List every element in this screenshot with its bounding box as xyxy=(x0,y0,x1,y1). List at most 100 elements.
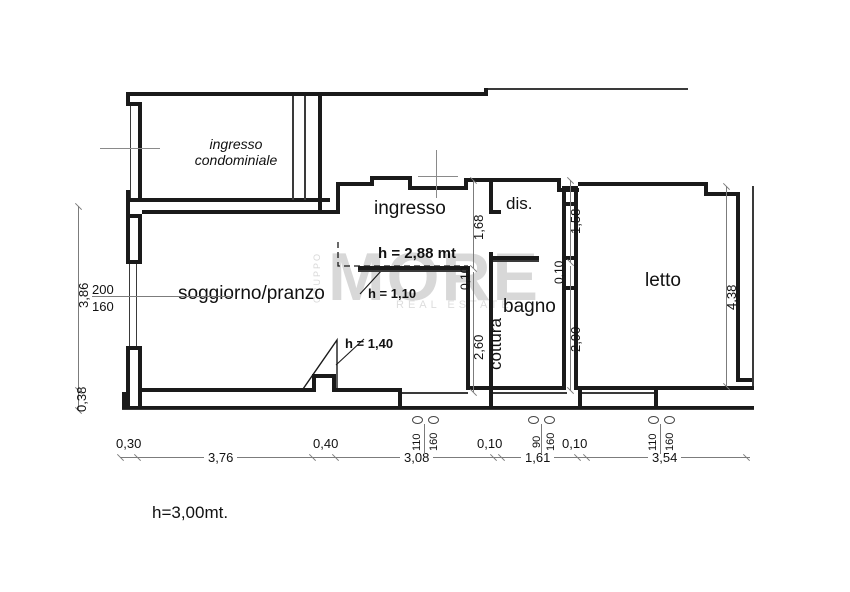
wall-outer-top-right xyxy=(488,88,688,90)
wall-cond-left-stub-top xyxy=(126,92,130,106)
wall-ingr-top-d xyxy=(464,178,492,182)
wall-cond-right xyxy=(318,96,322,202)
room-label-dis: dis. xyxy=(506,194,533,213)
wall-cond-left-stub-bot xyxy=(126,190,130,220)
wall-bagno-top-stub-v xyxy=(489,252,493,272)
wall-letto-outer-right xyxy=(752,186,754,386)
opening-marker-1 xyxy=(412,416,423,424)
opening-marker-4 xyxy=(544,416,555,424)
wall-letto-left-notch-top xyxy=(566,186,578,190)
window-cond-left xyxy=(130,106,131,198)
wall-sogg-bottom-step-h xyxy=(312,374,336,378)
opening-bagno-line xyxy=(493,392,567,394)
wall-letto-bottom xyxy=(578,386,754,390)
dim-label-010-c: 0,10 xyxy=(477,436,503,451)
room-label-line2: condominiale xyxy=(194,152,278,168)
wall-ingr-left-v xyxy=(336,182,340,214)
dim-label-376: 3,76 xyxy=(204,450,238,465)
wall-under-ingresso-thin xyxy=(358,270,470,272)
dimline-438 xyxy=(726,186,727,386)
wall-ingr-left-jog xyxy=(322,210,340,214)
wall-sogg-top xyxy=(142,210,322,214)
tag-label-110-a: 110 xyxy=(411,433,423,451)
dimline-290 xyxy=(570,266,571,390)
dim-label-160-left: 160 xyxy=(92,299,114,314)
dim-label-200: 200 xyxy=(92,282,114,297)
global-height-note: h=3,00mt. xyxy=(152,503,229,522)
room-label-bagno: bagno xyxy=(503,296,556,317)
wall-outer-bottom-mid xyxy=(398,406,754,409)
dim-label-168: 1,68 xyxy=(471,214,486,240)
dimline-left-038 xyxy=(78,390,79,410)
wall-cottura-left xyxy=(466,270,470,390)
tagline-90 xyxy=(541,424,542,454)
wall-ingr-top-a xyxy=(336,182,374,186)
opening-bagno-v xyxy=(489,388,493,408)
wall-cond-left-inner xyxy=(138,102,142,202)
wall-letto-right xyxy=(736,192,740,382)
tag-label-110-b: 110 xyxy=(647,433,659,451)
opening-letto-v2 xyxy=(654,388,658,408)
room-label-ingresso: ingresso xyxy=(374,198,446,219)
wall-sogg-bottom-step-v xyxy=(312,374,316,392)
tag-label-160-c: 160 xyxy=(664,432,676,451)
opening-marker-3 xyxy=(528,416,539,424)
wall-sogg-left-upper xyxy=(126,214,130,264)
dim-label-308: 3,08 xyxy=(400,450,434,465)
tag-label-160-b: 160 xyxy=(545,432,557,451)
wall-sogg-bottom-step-v2 xyxy=(332,374,336,392)
h140-leader-line xyxy=(335,338,365,366)
wall-sogg-top-step xyxy=(318,202,322,214)
wall-letto-left-notch-c xyxy=(566,286,578,290)
door-mark-ingresso-v xyxy=(436,150,437,198)
wall-letto-left-notch-b xyxy=(566,256,578,260)
wall-dis-top-step-h xyxy=(557,188,579,192)
dim-label-438: 4,38 xyxy=(724,284,739,310)
wall-ingr-top-b xyxy=(370,176,412,180)
dim-label-010-d: 0,10 xyxy=(562,436,588,451)
wall-dis-left-v xyxy=(489,178,493,214)
wall-outer-top-right-step xyxy=(484,88,488,96)
wall-sogg-left-ret-top xyxy=(126,260,142,264)
height-note-110: h = 1,10 xyxy=(368,286,417,301)
wall-outer-bottom-thin xyxy=(122,409,754,410)
sloped-ceiling-indicator xyxy=(302,337,338,390)
opening-marker-2 xyxy=(428,416,439,424)
wall-sogg-left-top xyxy=(126,214,142,218)
wall-ingr-right-v xyxy=(464,178,468,190)
room-label-cottura: cottura xyxy=(486,318,505,370)
tagline-110-b xyxy=(660,424,661,454)
dim-label-158: 1,58 xyxy=(568,208,583,234)
wall-ingr-top-step-v2 xyxy=(408,176,412,190)
opening-letto-v xyxy=(578,388,582,408)
dim-label-260: 2,60 xyxy=(471,334,486,360)
wall-dis-top xyxy=(489,178,561,182)
wall-sogg-left-lower xyxy=(126,350,130,406)
wall-outer-bottom-left xyxy=(122,406,398,409)
window-sogg-left-b xyxy=(136,264,137,346)
tag-label-90: 90 xyxy=(531,435,543,448)
partition-cond-b xyxy=(304,96,306,200)
dimline-260 xyxy=(473,272,474,392)
room-label-line1: ingresso xyxy=(209,136,263,152)
dim-label-354: 3,54 xyxy=(648,450,682,465)
dimline-window-200 xyxy=(92,296,232,297)
wall-cond-left-upper xyxy=(130,102,142,106)
opening-marker-6 xyxy=(664,416,675,424)
wall-letto-left-notch-a xyxy=(566,202,578,206)
wall-dis-top-step-v xyxy=(557,178,561,192)
wall-letto-top-step-v xyxy=(704,182,708,196)
wall-sogg-left-in-upper xyxy=(138,214,142,264)
dim-label-010-a: 0,10 xyxy=(458,266,472,290)
partition-cond-a xyxy=(292,96,294,200)
wall-under-ingresso xyxy=(358,266,470,270)
dimline-left-386 xyxy=(78,206,79,390)
dim-label-386: 3,86 xyxy=(76,282,91,308)
wall-bagno-bottom xyxy=(493,386,566,390)
dimline-168 xyxy=(473,180,474,268)
wall-cond-top xyxy=(130,92,488,96)
wall-bagno-right xyxy=(562,186,566,390)
wall-bagno-top-thin xyxy=(493,260,539,262)
tagline-110-a xyxy=(424,424,425,454)
dim-label-038: 0,38 xyxy=(74,386,89,412)
